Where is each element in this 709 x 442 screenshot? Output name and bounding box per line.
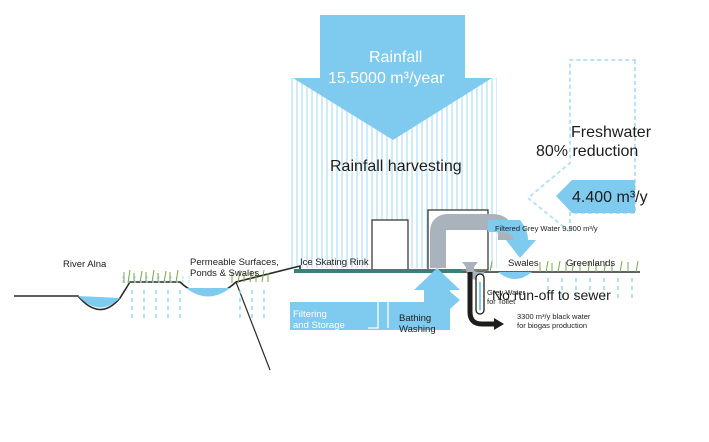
swales-label: Swales xyxy=(508,258,539,269)
permeable-label-line1: Permeable Surfaces, xyxy=(190,257,279,268)
freshwater-amount: 4.400 m³/y xyxy=(572,189,648,206)
filtered-grey-water-label: Filtered Grey Water 9.900 m³/y xyxy=(495,224,598,233)
bathing-arrow xyxy=(414,268,460,330)
river-water xyxy=(78,296,120,308)
grass-left xyxy=(123,269,269,284)
freshwater-title: Freshwater xyxy=(571,124,652,141)
filtered-flow-arrow xyxy=(488,220,536,258)
rainfall-arrow xyxy=(293,15,492,140)
river-label: River Alna xyxy=(63,259,107,270)
black-water-label-line2: for biogas production xyxy=(517,321,588,330)
black-water-arrowhead xyxy=(494,318,504,330)
rink-label: Ice Skating Rink xyxy=(300,257,369,268)
infiltration-dashes-right xyxy=(547,278,633,298)
grass-strip-left xyxy=(122,274,192,284)
permeable-label-line2: Ponds & Swales xyxy=(190,268,260,279)
washing-label: Washing xyxy=(399,324,436,335)
greenlands-label: Greenlands xyxy=(566,258,616,269)
filtering-label-line1: Filtering xyxy=(293,309,327,320)
rainfall-amount: 15.5000 m³/year xyxy=(328,70,445,87)
freshwater-arrow-head xyxy=(556,180,572,213)
freshwater-reduction: 80% reduction xyxy=(536,143,639,160)
rainfall-title: Rainfall xyxy=(369,49,423,66)
filtering-label-line2: and Storage xyxy=(293,320,345,331)
storage-flow xyxy=(290,283,460,330)
ice-arrow xyxy=(368,277,396,329)
bathing-label: Bathing xyxy=(399,313,432,324)
grey-arrow-tip xyxy=(462,262,478,272)
black-water-label-line1: 3300 m³/y black water xyxy=(517,312,591,321)
pond-water xyxy=(186,288,230,297)
swale-water xyxy=(498,272,532,279)
grey-water-label-line2: for Toilet xyxy=(487,297,516,306)
no-runoff-label: No run-off to sewer xyxy=(492,287,611,303)
ground-slope-left xyxy=(235,281,271,371)
rainfall-harvesting-label: Rainfall harvesting xyxy=(330,158,462,175)
black-water-pipe xyxy=(467,272,496,327)
freshwater-arrow-fill xyxy=(572,180,635,213)
ice-label: Ice xyxy=(397,292,410,303)
grey-water-label-line1: Grey Water xyxy=(487,288,526,297)
building-left xyxy=(371,219,409,271)
